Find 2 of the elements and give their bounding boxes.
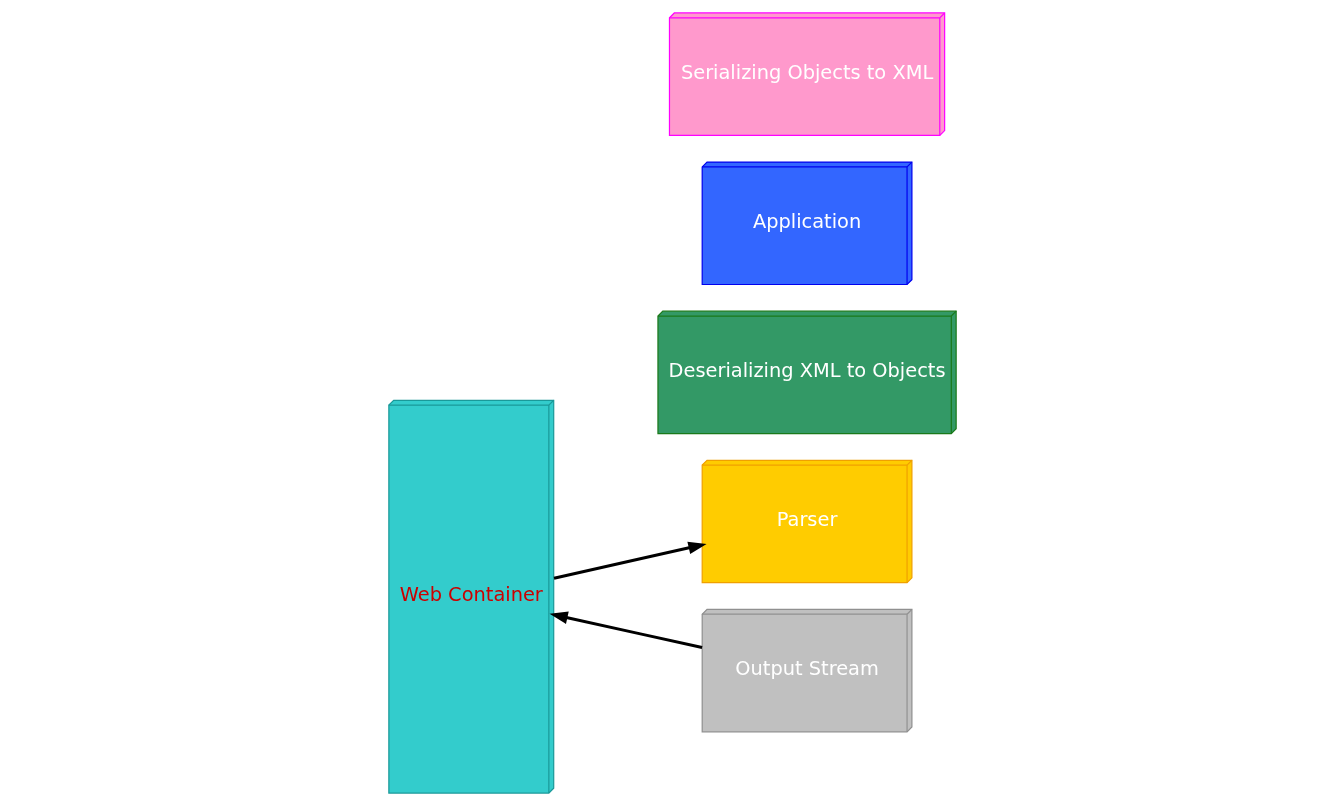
- arrow: [553, 541, 707, 580]
- arrow: [549, 611, 702, 650]
